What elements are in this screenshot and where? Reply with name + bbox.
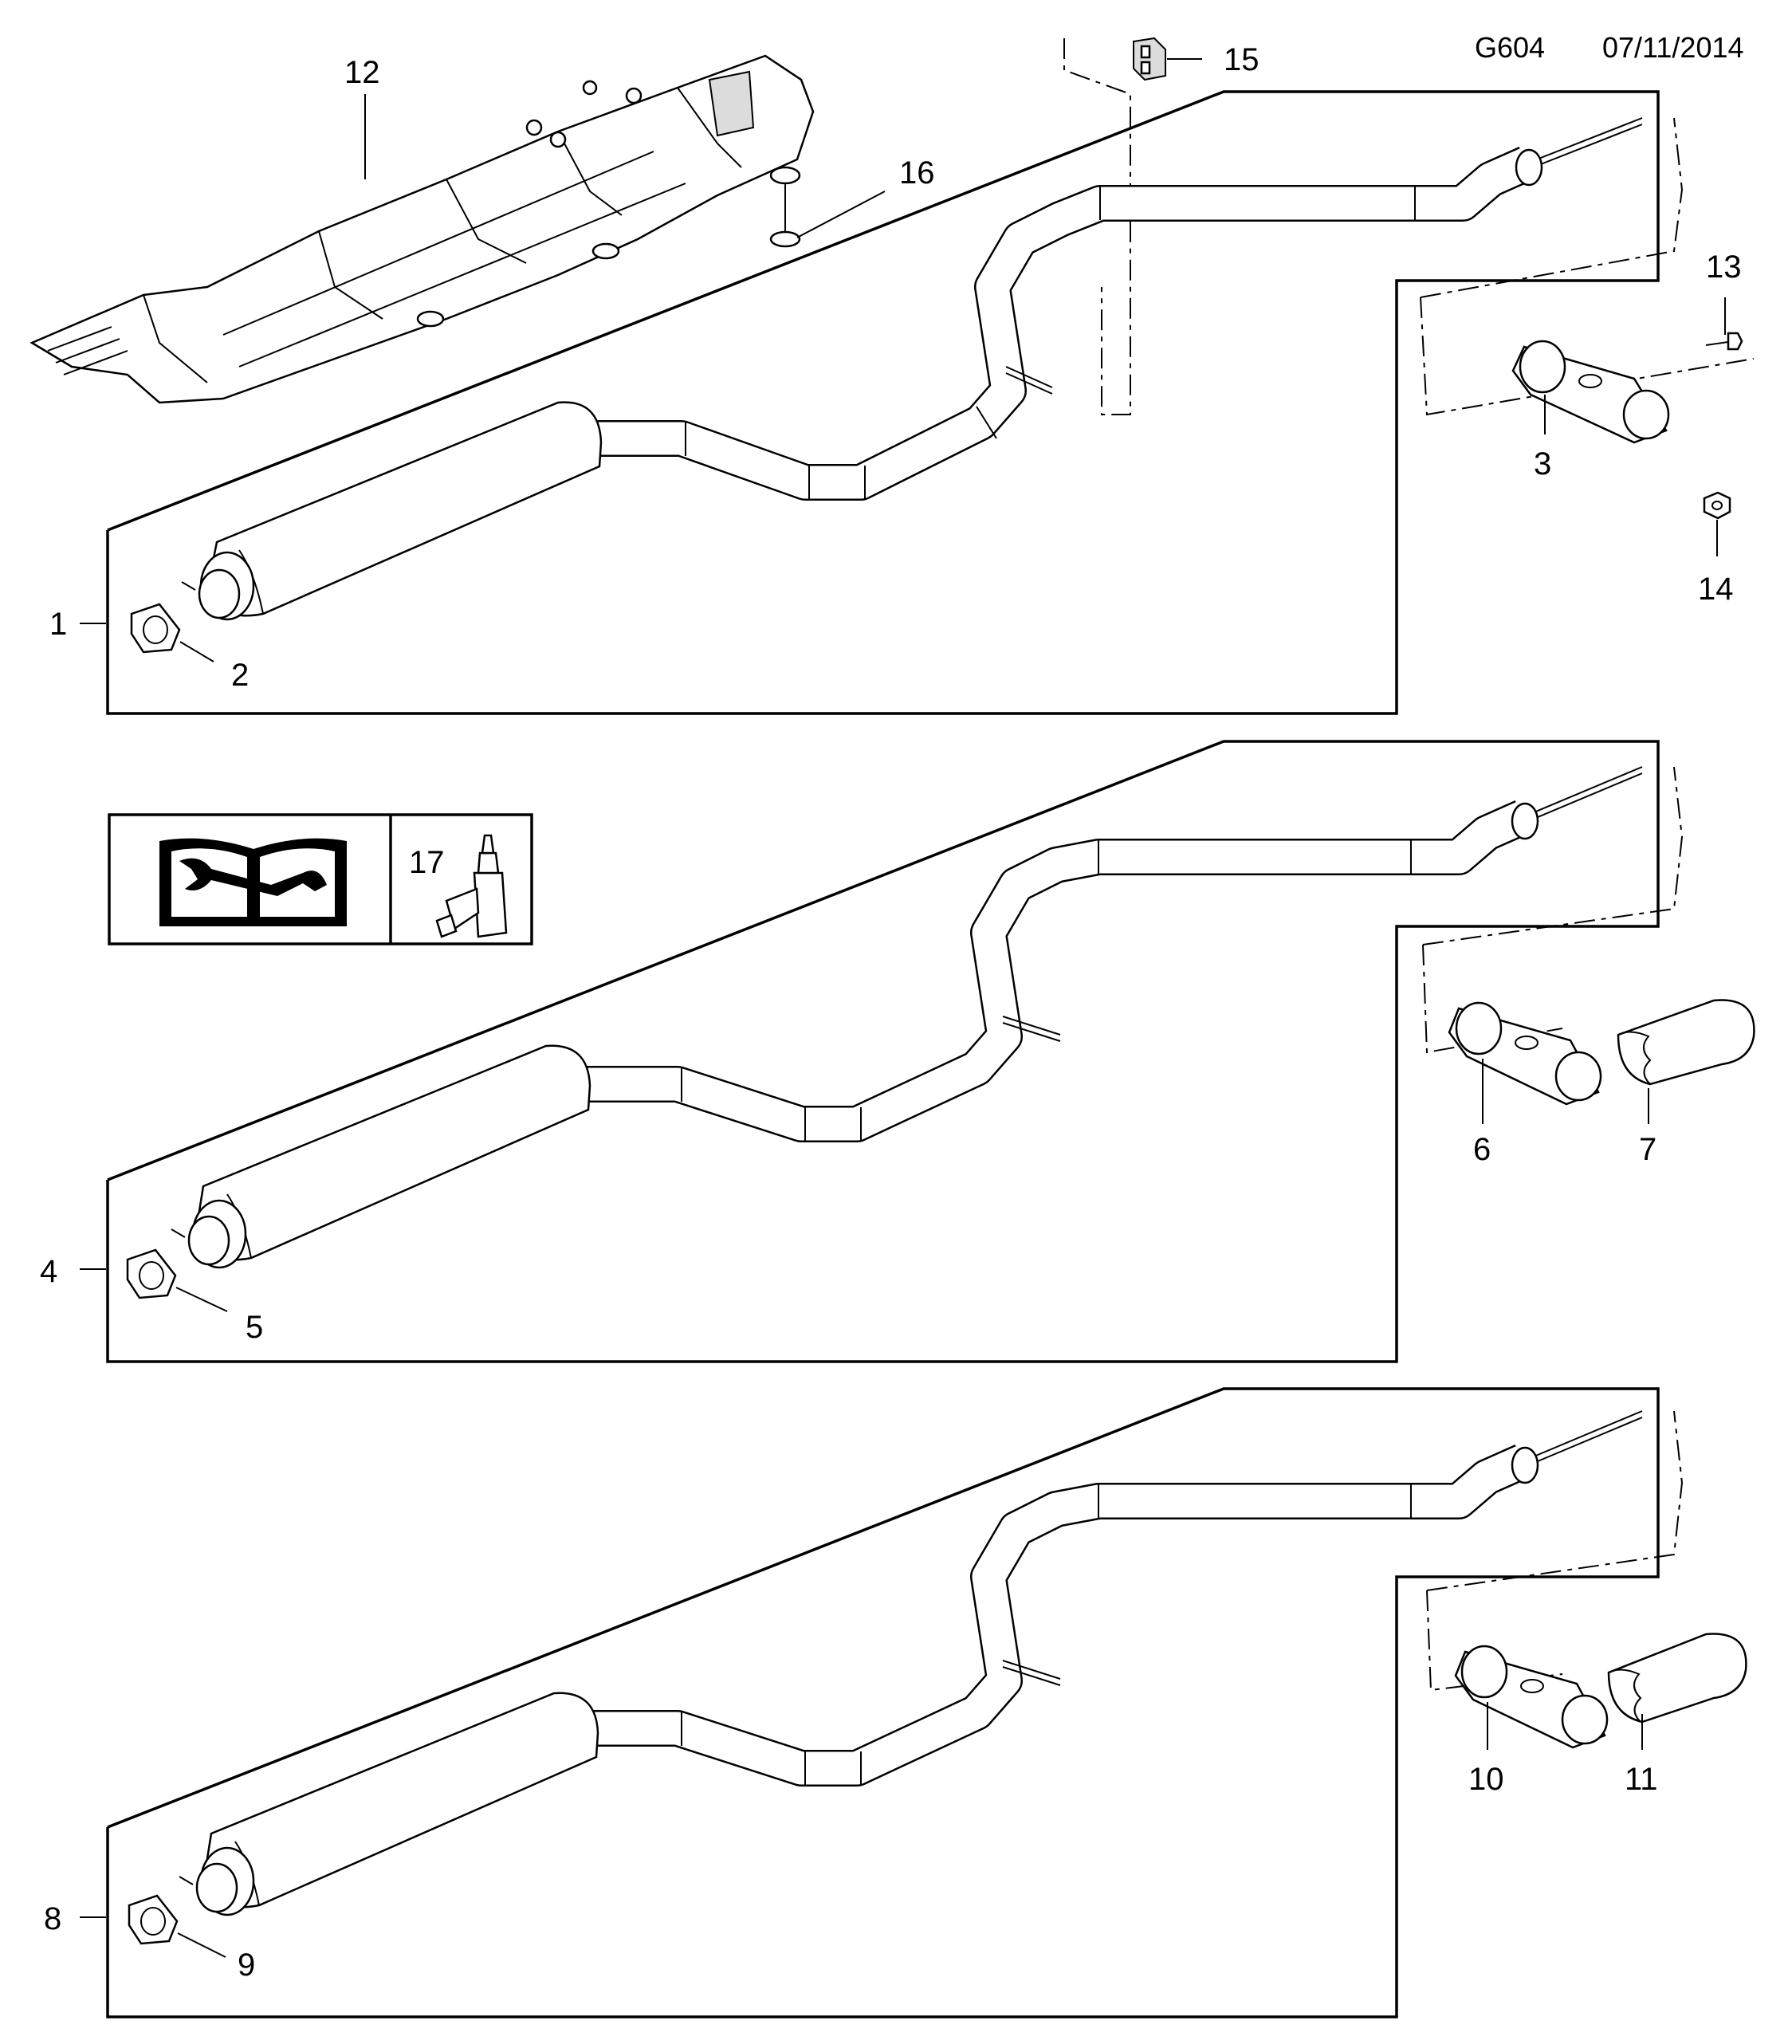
bracket-3 xyxy=(1511,340,1670,444)
rubber-hanger-15 xyxy=(1133,37,1166,81)
tailpipe-tip-7 xyxy=(1617,999,1755,1086)
bracket-6 xyxy=(1448,1001,1602,1106)
heat-shield xyxy=(29,54,815,404)
callout-5: 5 xyxy=(246,1310,263,1345)
gasket-9 xyxy=(128,1894,179,1945)
exhaust-assembly-1 xyxy=(181,117,1643,621)
bracket-10 xyxy=(1454,1645,1609,1749)
callout-15: 15 xyxy=(1224,42,1260,77)
callout-8: 8 xyxy=(44,1901,61,1936)
callout-16: 16 xyxy=(899,155,935,191)
bolt-13 xyxy=(1705,332,1743,351)
sealant-bottle-icon xyxy=(435,834,508,938)
grommet-16 xyxy=(769,230,801,248)
callout-7: 7 xyxy=(1639,1132,1656,1167)
callout-10: 10 xyxy=(1468,1762,1504,1797)
callout-13: 13 xyxy=(1706,250,1742,285)
callout-1: 1 xyxy=(49,607,67,642)
leader-16 xyxy=(796,191,886,238)
service-icons-box xyxy=(108,813,533,945)
manual-book-wrench-icon xyxy=(159,838,347,926)
callout-9: 9 xyxy=(238,1948,255,1983)
gasket-2 xyxy=(130,603,181,654)
tailpipe-tip-11 xyxy=(1607,1633,1747,1724)
exhaust-assembly-8 xyxy=(179,1410,1643,1916)
callout-14: 14 xyxy=(1698,572,1734,607)
assembly-frame-8 xyxy=(106,1387,1660,2018)
callout-17: 17 xyxy=(409,845,445,880)
callout-3: 3 xyxy=(1534,446,1551,482)
assembly-frame-4 xyxy=(106,740,1660,1363)
assembly-frame-1 xyxy=(106,90,1660,715)
callout-4: 4 xyxy=(40,1254,57,1289)
exhaust-assembly-4 xyxy=(171,766,1643,1269)
callout-12: 12 xyxy=(344,55,380,90)
leader-9 xyxy=(177,1932,226,1958)
callout-2: 2 xyxy=(231,658,249,693)
callout-11: 11 xyxy=(1625,1762,1658,1797)
gasket-5 xyxy=(126,1248,177,1299)
nut-14 xyxy=(1703,491,1731,520)
diagram-code: G604 xyxy=(1475,31,1545,64)
diagram-date: 07/11/2014 xyxy=(1602,31,1744,64)
leader-2 xyxy=(179,641,214,662)
leader-5 xyxy=(175,1287,228,1312)
callout-6: 6 xyxy=(1473,1132,1491,1167)
